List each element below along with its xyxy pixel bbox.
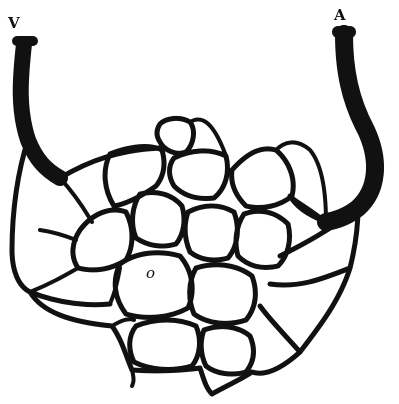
capillary-mesh: [30, 118, 326, 374]
artery-label: A: [333, 6, 346, 24]
vein-vessel: [12, 36, 60, 178]
cell-label: o: [146, 264, 155, 282]
artery-vessel: [326, 26, 375, 222]
vein-label: V: [7, 14, 20, 32]
